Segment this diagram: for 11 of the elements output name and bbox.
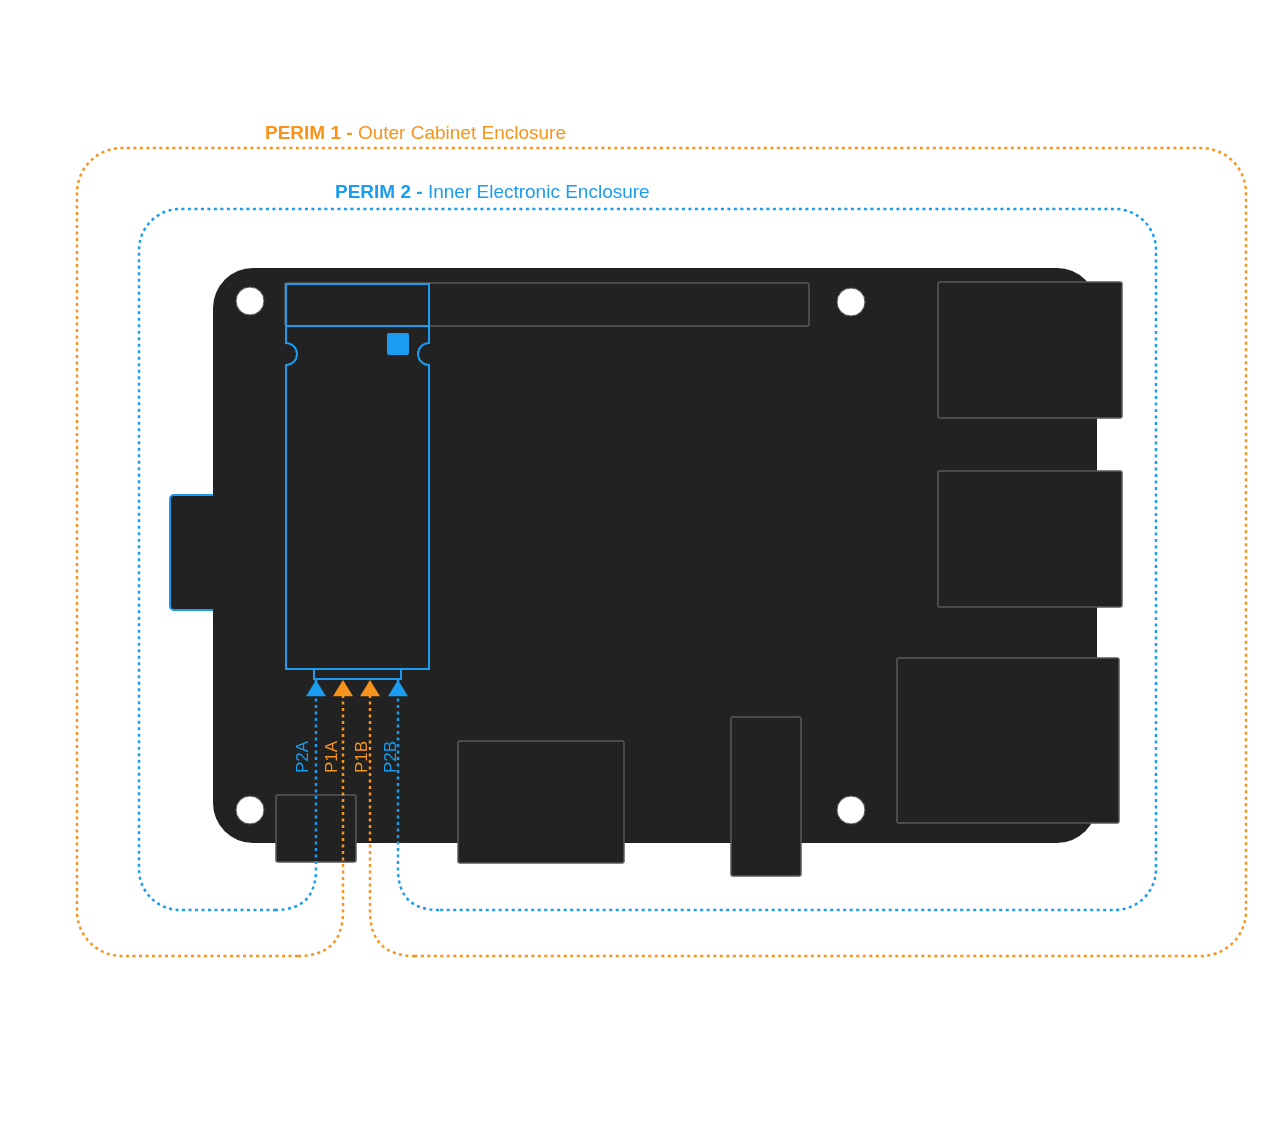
edge-label: P2B	[381, 740, 401, 774]
edge-label: P1B	[352, 740, 372, 774]
signal-loop-arrow	[360, 680, 416, 958]
signal-loop-arrow	[388, 680, 440, 912]
edge-label: P1A	[322, 740, 342, 774]
edge-label: P2A	[293, 740, 313, 774]
signal-loop-arrow	[297, 680, 353, 958]
signal-loop-arrow	[274, 680, 326, 912]
perimeter-heading: PERIM 2 - Inner Electronic Enclosure	[335, 180, 650, 204]
perimeter-heading: PERIM 1 - Outer Cabinet Enclosure	[265, 121, 566, 145]
security-module	[285, 283, 430, 680]
